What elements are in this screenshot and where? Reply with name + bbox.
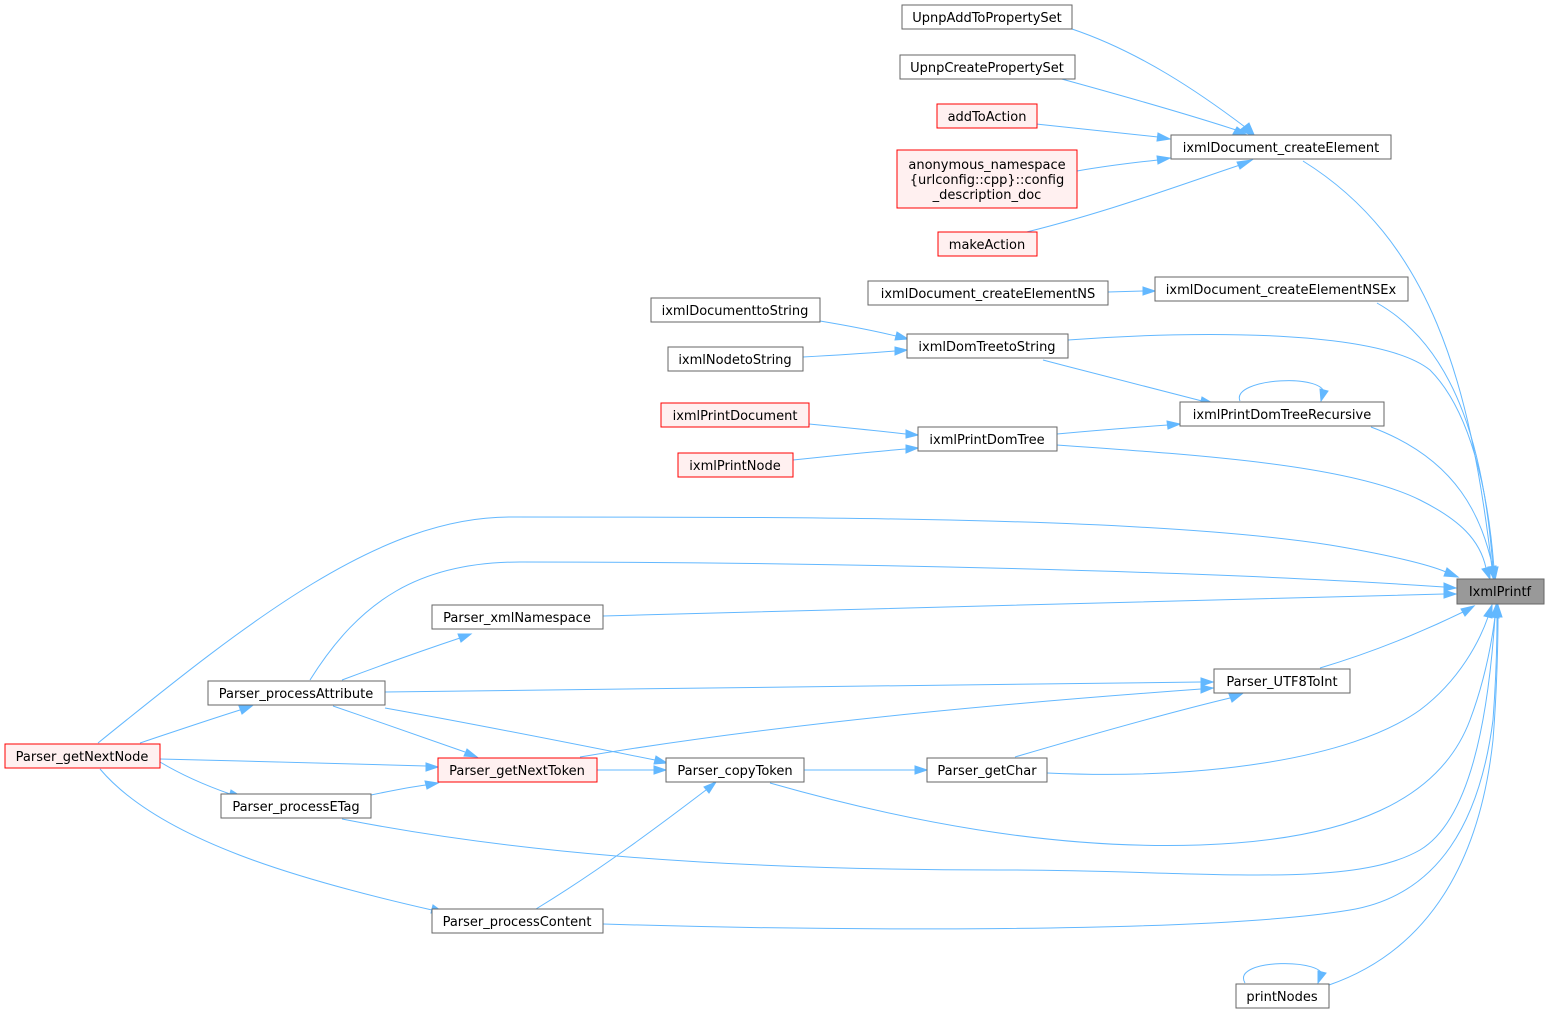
node-anonymous-namespace-config-description-doc[interactable]: anonymous_namespace {urlconfig::cpp}::co… [896,149,1078,209]
svg-text:IxmlPrintf: IxmlPrintf [1469,585,1532,600]
edge-xmlnamespace-to-ixmlprintf [602,589,1458,617]
node-parser-utf8toint[interactable]: Parser_UTF8ToInt [1213,668,1351,694]
edge-printdomtree-to-ixmlprintf [1056,444,1491,581]
svg-text:ixmlDocumenttoString: ixmlDocumenttoString [662,304,809,319]
node-makeaction[interactable]: makeAction [937,231,1038,257]
edge-domtreerecursive-self [1239,380,1329,403]
svg-text:ixmlDomTreetoString: ixmlDomTreetoString [918,340,1055,355]
edge-processattribute-to-ixmlprintf [309,561,1458,681]
node-parser-xmlnamespace[interactable]: Parser_xmlNamespace [431,604,604,630]
svg-text:Parser_copyToken: Parser_copyToken [677,764,792,779]
edge-getchar-to-utf8toint [1014,693,1244,758]
edge-getnexttoken-to-utf8toint [579,684,1215,758]
node-parser-processcontent[interactable]: Parser_processContent [431,908,604,934]
edge-addtoaction-to-createelement [1035,123,1172,142]
edge-printnodes-self [1242,963,1327,985]
node-upnpcreatepropertyset[interactable]: UpnpCreatePropertySet [899,54,1076,80]
edge-printnodes-to-ixmlprintf [1328,603,1503,986]
edge-copytoken-to-getchar [804,765,929,775]
svg-text:ixmlDocument_createElementNSEx: ixmlDocument_createElementNSEx [1166,283,1397,298]
edge-processattribute-to-copytoken [384,707,669,765]
svg-text:Parser_UTF8ToInt: Parser_UTF8ToInt [1226,675,1337,690]
svg-text:_description_doc: _description_doc [932,188,1042,203]
edge-copytoken-to-ixmlprintf [769,603,1500,847]
svg-text:UpnpCreatePropertySet: UpnpCreatePropertySet [910,61,1064,76]
svg-text:ixmlDocument_createElementNS: ixmlDocument_createElementNS [881,287,1096,302]
node-parser-getchar[interactable]: Parser_getChar [926,757,1048,783]
edge-getnextnode-to-processetag [159,761,244,798]
svg-text:Parser_getChar: Parser_getChar [937,764,1037,779]
svg-text:Parser_processETag: Parser_processETag [232,800,359,815]
edge-processetag-to-ixmlprintf [341,603,1500,876]
edge-createelement-to-ixmlprintf [1302,160,1497,582]
edge-processetag-to-getnexttoken [370,780,440,796]
edge-getchar-to-ixmlprintf [1046,603,1493,775]
svg-text:ixmlPrintDocument: ixmlPrintDocument [673,409,798,424]
node-parser-copytoken[interactable]: Parser_copyToken [665,757,805,783]
node-ixmlprintdocument[interactable]: ixmlPrintDocument [660,402,810,428]
node-ixmldomtreetostring[interactable]: ixmlDomTreetoString [906,333,1069,359]
svg-text:printNodes: printNodes [1246,990,1317,1005]
node-ixmlprintdomtree[interactable]: ixmlPrintDomTree [917,426,1058,452]
edge-processattribute-to-utf8toint [384,677,1215,693]
edge-processattribute-to-getnexttoken [332,705,479,758]
svg-text:UpnpAddToPropertySet: UpnpAddToPropertySet [912,11,1061,26]
edge-printdocument-to-printdomtree [808,423,920,439]
edge-createelementnsex-to-ixmlprintf [1376,302,1498,582]
node-parser-processetag[interactable]: Parser_processETag [220,793,372,819]
edge-makeaction-to-createelement [1009,159,1254,237]
edge-anonnamespace-to-createelement [1076,155,1172,172]
edge-domtreerecursive-to-domtreetostring [1042,359,1216,406]
edge-domtreerecursive-to-ixmlprintf [1370,426,1498,582]
node-ixmlprintf[interactable]: IxmlPrintf [1456,578,1545,605]
edge-printnode-to-printdomtree [792,444,920,461]
node-printnodes[interactable]: printNodes [1235,983,1330,1009]
node-ixmldocument-createelementnsex[interactable]: ixmlDocument_createElementNSEx [1154,276,1409,302]
node-upnpaddtopropertyset[interactable]: UpnpAddToPropertySet [901,4,1073,30]
svg-text:ixmlPrintDomTree: ixmlPrintDomTree [929,433,1044,448]
svg-text:Parser_processAttribute: Parser_processAttribute [219,687,374,702]
node-ixmlprintdomtreerecursive[interactable]: ixmlPrintDomTreeRecursive [1179,401,1385,427]
node-parser-getnextnode[interactable]: Parser_getNextNode [4,743,161,769]
svg-text:Parser_getNextToken: Parser_getNextToken [449,764,585,779]
edge-getnexttoken-to-copytoken [597,765,668,775]
edge-upnpcreatepropertyset-to-createelement [1057,77,1250,137]
edge-upnpaddtopropertyset-to-createelement [1071,28,1256,139]
svg-text:ixmlPrintDomTreeRecursive: ixmlPrintDomTreeRecursive [1193,408,1371,423]
edge-nodetostring-to-domtreetostring [802,346,909,358]
node-ixmlprintnode[interactable]: ixmlPrintNode [677,452,794,478]
edge-getnextnode-to-getnexttoken [159,758,440,772]
svg-text:anonymous_namespace: anonymous_namespace [908,158,1065,173]
edge-createelementns-to-createelementnsex [1107,286,1157,296]
edge-getnextnode-to-ixmlprintf-top [97,516,1460,744]
edge-getnextnode-to-processattribute [139,705,254,744]
edge-processcontent-to-copytoken [535,780,718,910]
svg-text:ixmlDocument_createElement: ixmlDocument_createElement [1183,141,1380,156]
svg-text:makeAction: makeAction [949,238,1025,253]
svg-text:Parser_getNextNode: Parser_getNextNode [16,750,149,765]
edge-documenttostring-to-domtreetostring [819,320,910,341]
edge-utf8toint-to-ixmlprintf [1319,605,1476,669]
edge-printdomtree-to-domtreerecursive [1056,420,1182,435]
node-ixmldocumenttostring[interactable]: ixmlDocumenttoString [650,297,821,323]
node-parser-getnexttoken[interactable]: Parser_getNextToken [437,757,598,783]
svg-text:Parser_processContent: Parser_processContent [443,915,592,930]
edge-processattribute-to-xmlnamespace [341,633,473,681]
node-ixmldocument-createelementns[interactable]: ixmlDocument_createElementNS [867,280,1109,306]
node-addtoaction[interactable]: addToAction [936,103,1038,129]
edge-domtreetostring-to-ixmlprintf [1067,333,1499,582]
svg-text:{urlconfig::cpp}::config: {urlconfig::cpp}::config [910,173,1064,188]
node-ixmldocument-createelement[interactable]: ixmlDocument_createElement [1170,134,1392,160]
svg-text:ixmlNodetoString: ixmlNodetoString [678,353,791,368]
svg-text:Parser_xmlNamespace: Parser_xmlNamespace [443,611,591,626]
node-parser-processattribute[interactable]: Parser_processAttribute [207,680,386,706]
svg-text:ixmlPrintNode: ixmlPrintNode [689,459,780,474]
node-ixmlnodetostring[interactable]: ixmlNodetoString [667,346,804,372]
svg-text:addToAction: addToAction [948,110,1027,125]
